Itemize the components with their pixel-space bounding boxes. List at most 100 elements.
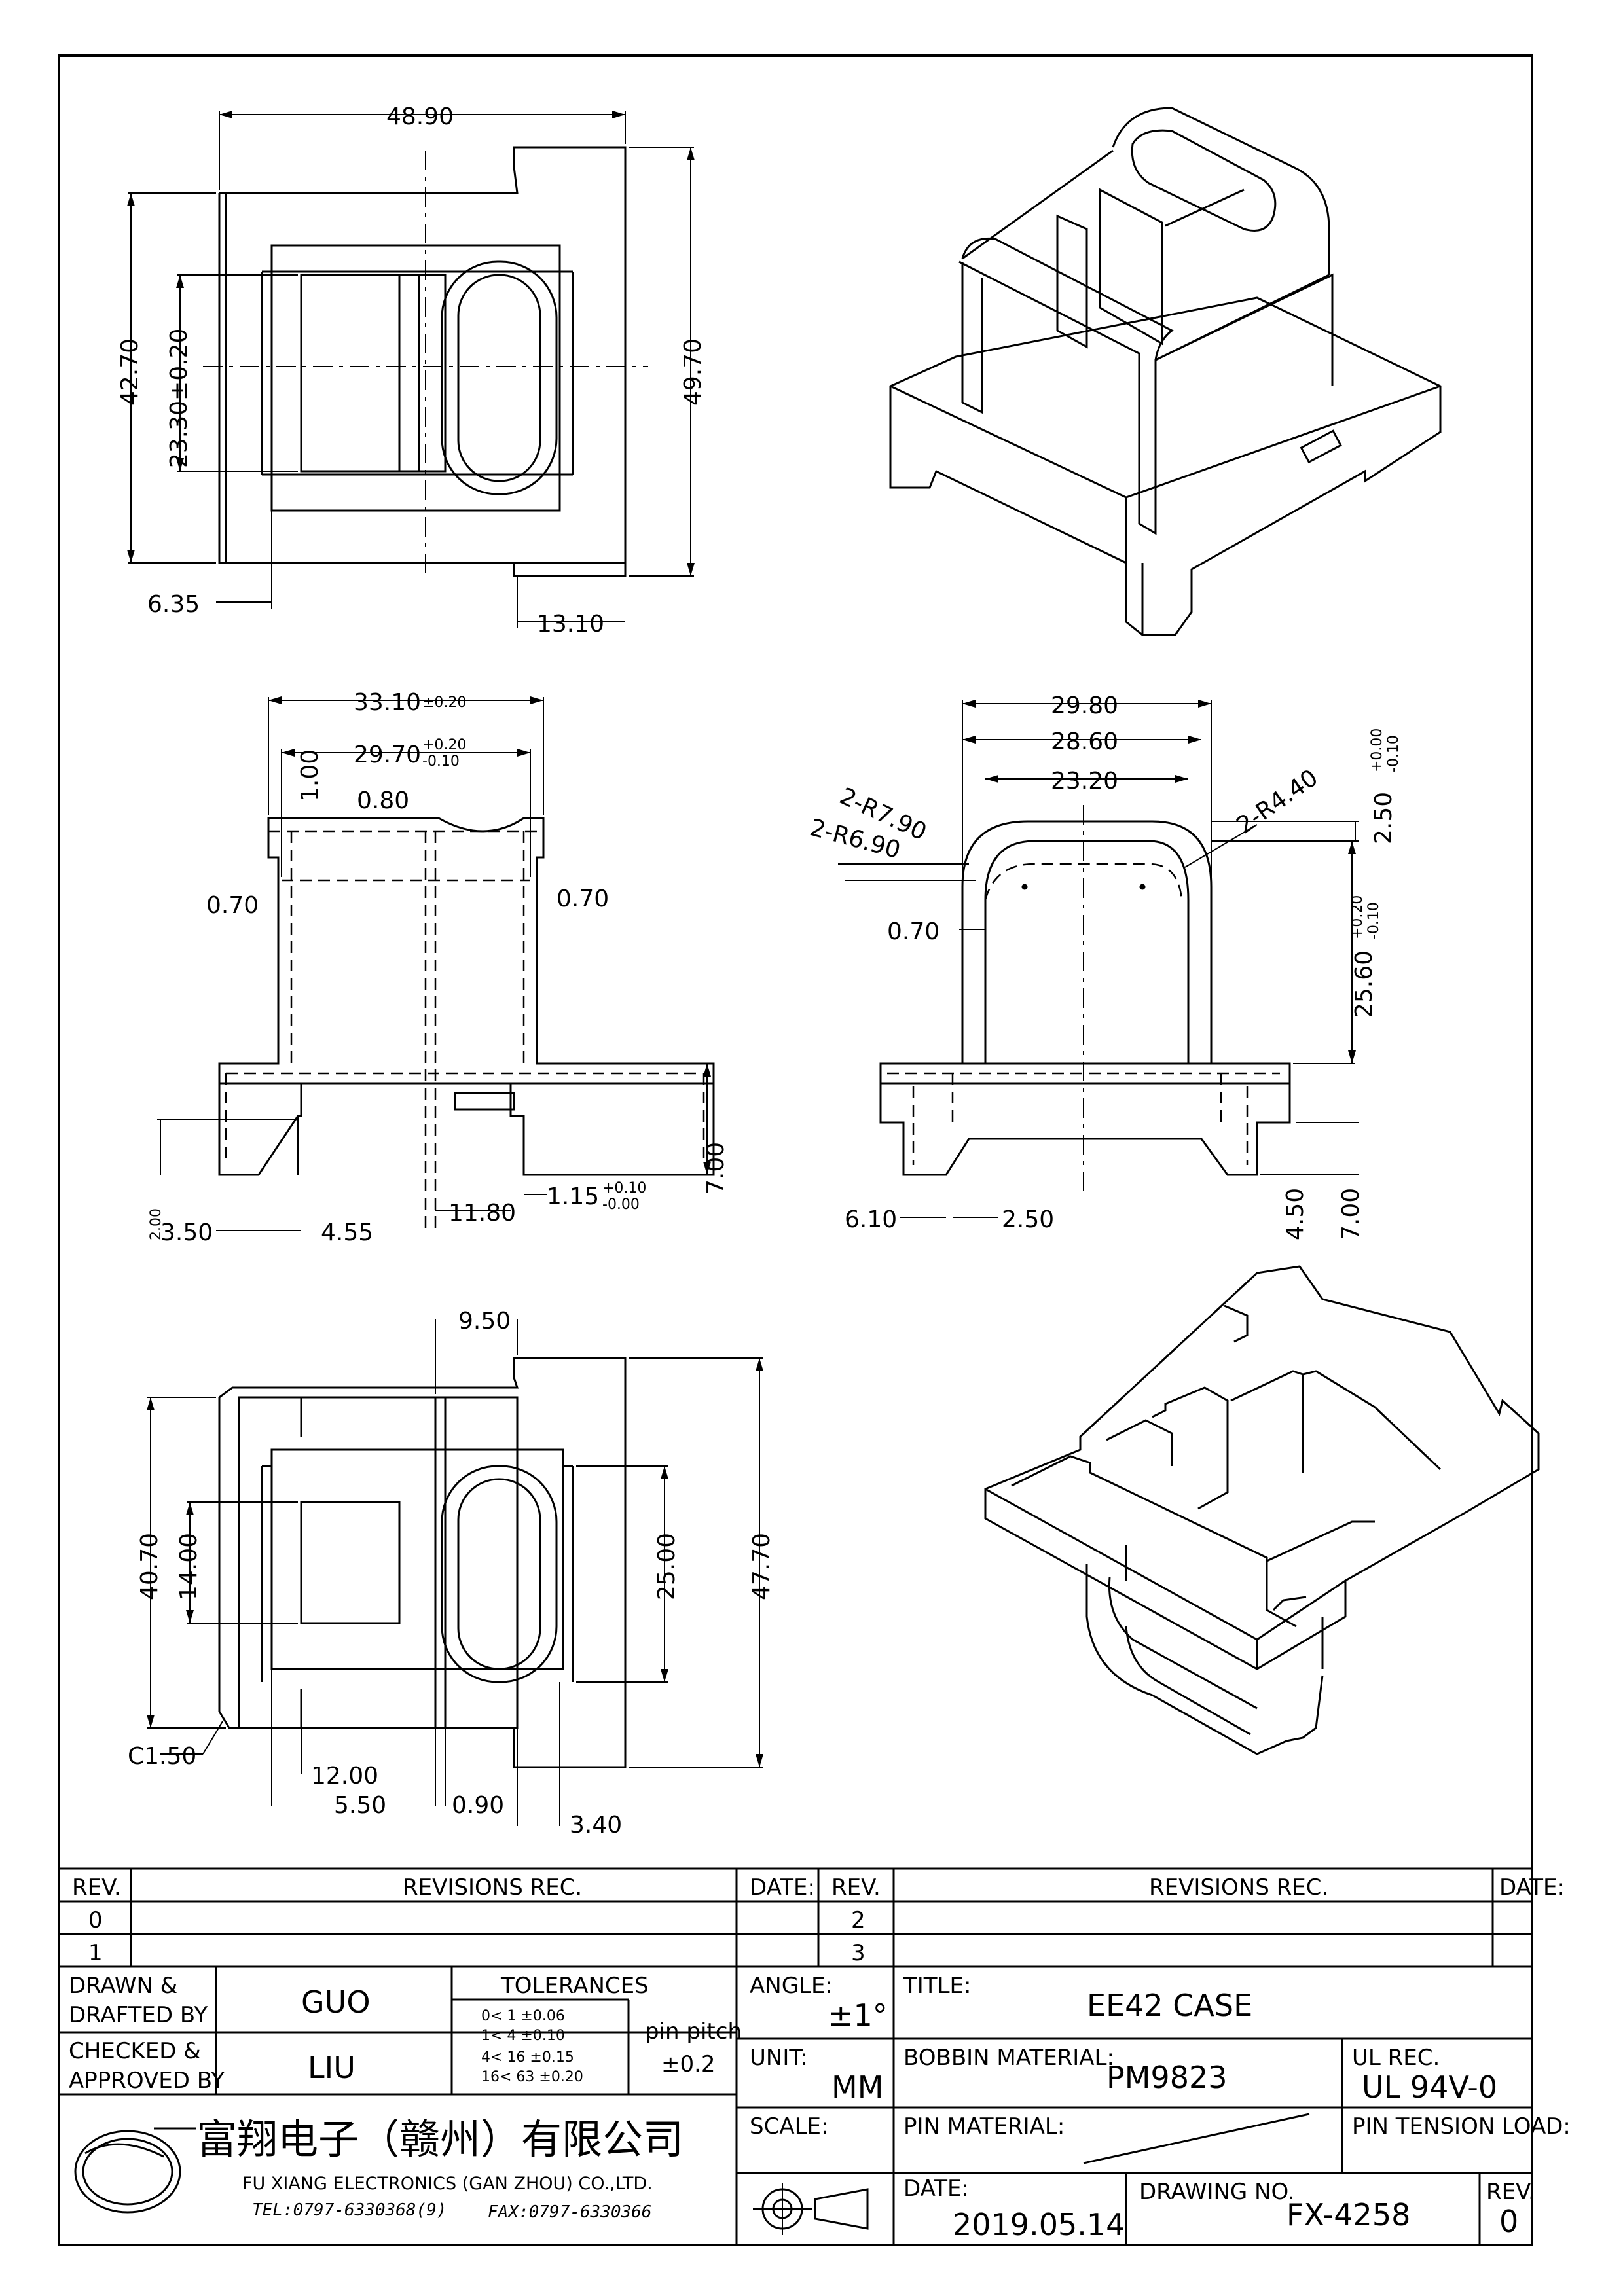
rev-header-left: REV. (72, 1874, 121, 1901)
bottom-view (147, 1319, 763, 1826)
company-name-en: FU XIANG ELECTRONICS (GAN ZHOU) CO.,LTD. (242, 2174, 653, 2194)
dim-top-left-offset: 6.35 (147, 591, 200, 618)
pin-tension-label: PIN TENSION LOAD: (1352, 2113, 1571, 2140)
rev-row-2: 2 (851, 1907, 866, 1933)
checked-by-value: LIU (308, 2050, 356, 2085)
date-label: DATE: (903, 2176, 969, 2202)
dim-side-wall: 0.70 (887, 918, 939, 945)
rev-date-header-right: DATE: (1499, 1874, 1565, 1901)
dim-top-right-step: 13.10 (537, 611, 604, 637)
tolerances-label: TOLERANCES (500, 1973, 649, 1999)
dim-side-foot-left: 6.10 (845, 1206, 897, 1233)
checked-label-2: APPROVED BY (69, 2068, 225, 2094)
dim-front-pin-tol-plus: +0.10 (602, 1180, 646, 1196)
dim-front-inner-width: 29.70 (354, 742, 421, 768)
dim-top-height-right: 49.70 (680, 338, 706, 406)
rev-row-0: 0 (88, 1907, 103, 1933)
title-value: EE42 CASE (1087, 1988, 1252, 2023)
company-fax: FAX:0797-6330366 (488, 2202, 651, 2222)
company-logo-icon (74, 2130, 181, 2214)
checked-label-1: CHECKED & (69, 2038, 201, 2064)
dim-bottom-notch: 9.50 (458, 1308, 511, 1335)
dim-front-pin-w: 1.15 (547, 1183, 599, 1210)
revisions-table (58, 1867, 1533, 1968)
bobbin-material-label: BOBBIN MATERIAL: (903, 2045, 1114, 2071)
side-view (838, 700, 1359, 1218)
rev-row-1: 1 (88, 1940, 103, 1966)
tolerance-row-4: 16< 63 ±0.20 (481, 2069, 583, 2085)
angle-value: ±1° (828, 1998, 888, 2033)
date-value: 2019.05.14 (953, 2207, 1125, 2242)
dim-bottom-height-right: 47.70 (748, 1533, 775, 1600)
dim-side-top-tol-minus: -0.10 (1385, 735, 1402, 772)
dim-bottom-d4: 3.40 (570, 1812, 622, 1839)
dim-bottom-d3: 0.90 (452, 1792, 504, 1819)
dim-side-height-tol-minus: -0.10 (1366, 902, 1382, 939)
dim-bottom-d2: 5.50 (334, 1792, 386, 1819)
dim-side-top-h: 2.50 (1370, 792, 1397, 844)
pin-pitch-label: pin pitch (645, 2018, 742, 2045)
dim-top-width: 48.90 (386, 103, 454, 130)
dim-side-top-tol-plus: +0.00 (1369, 728, 1385, 772)
tolerance-row-2: 1< 4 ±0.10 (481, 2028, 565, 2044)
dim-bottom-height-left: 40.70 (136, 1533, 163, 1600)
rev-date-header-left: DATE: (750, 1874, 815, 1901)
sheet-border (58, 54, 1533, 2246)
dim-front-slot: 0.80 (357, 787, 409, 814)
dim-front-foot-slope: 4.55 (321, 1219, 373, 1246)
dim-front-base-h: 7.00 (702, 1142, 729, 1194)
dim-side-height-tol-plus: +0.20 (1349, 895, 1366, 939)
front-view (157, 696, 715, 1231)
dim-side-r3: 2-R4.40 (1232, 764, 1323, 840)
pin-material-label: PIN MATERIAL: (903, 2113, 1065, 2140)
dim-bottom-d1: 12.00 (311, 1763, 378, 1789)
drawing-no-label: DRAWING NO. (1139, 2179, 1295, 2205)
tolerance-row-3: 4< 16 ±0.15 (481, 2049, 574, 2066)
drawn-by-value: GUO (301, 1984, 371, 2020)
dim-side-w1: 29.80 (1051, 692, 1118, 719)
dim-top-height-left: 42.70 (117, 338, 143, 406)
rev-value: 0 (1499, 2204, 1518, 2239)
rev-label: REV. (1486, 2179, 1535, 2205)
dim-front-wall-left: 0.70 (206, 892, 259, 919)
dim-side-foot-gap: 2.50 (1002, 1206, 1054, 1233)
dim-front-pin-pos: 11.80 (448, 1200, 516, 1227)
dim-side-height: 25.60 (1351, 950, 1377, 1018)
dim-front-foot-h: 2.00 (148, 1208, 164, 1240)
company-tel: TEL:0797-6330368(9) (252, 2200, 447, 2220)
dim-bottom-window: 14.00 (175, 1533, 202, 1600)
isometric-view-bottom (984, 1265, 1540, 1755)
scale-label: SCALE: (750, 2113, 828, 2140)
angle-label: ANGLE: (750, 1973, 833, 1999)
dim-front-top-width-tol: ±0.20 (422, 694, 466, 711)
company-name-cn: 富翔电子（赣州）有限公司 (196, 2115, 684, 2163)
dim-side-base-b: 7.00 (1338, 1188, 1364, 1240)
drawing-no-value: FX-4258 (1286, 2197, 1410, 2233)
dim-bottom-slot-h: 25.00 (653, 1533, 680, 1600)
rev-header-right: REV. (831, 1874, 881, 1901)
tolerance-row-1: 0< 1 ±0.06 (481, 2008, 565, 2024)
isometric-view-top (889, 107, 1442, 636)
dim-front-inner-tol-minus: -0.10 (422, 753, 460, 770)
dim-front-top-width: 33.10 (354, 689, 421, 716)
drawn-label-1: DRAWN & (69, 1973, 177, 1999)
ul-value: UL 94V-0 (1362, 2070, 1497, 2105)
top-view (127, 111, 695, 628)
pin-pitch-value: ±0.2 (661, 2051, 716, 2077)
drawn-label-2: DRAFTED BY (69, 2002, 208, 2028)
rev-rec-header-right: REVISIONS REC. (1149, 1874, 1328, 1901)
dim-side-base-a: 4.50 (1282, 1188, 1309, 1240)
dim-front-wall-right: 0.70 (556, 886, 609, 912)
title-label: TITLE: (903, 1973, 971, 1999)
dim-front-foot-w: 3.50 (160, 1219, 213, 1246)
dim-side-w3: 23.20 (1051, 768, 1118, 795)
dim-front-pin-tol-minus: -0.00 (602, 1196, 640, 1213)
title-block (58, 1965, 1533, 2246)
rev-row-3: 3 (851, 1940, 866, 1966)
ul-label: UL REC. (1352, 2045, 1440, 2071)
bobbin-material-value: PM9823 (1106, 2060, 1228, 2095)
unit-value: MM (831, 2070, 883, 2105)
dim-top-window: 23.30±0.20 (166, 329, 192, 468)
dim-front-inner-tol-plus: +0.20 (422, 737, 466, 753)
